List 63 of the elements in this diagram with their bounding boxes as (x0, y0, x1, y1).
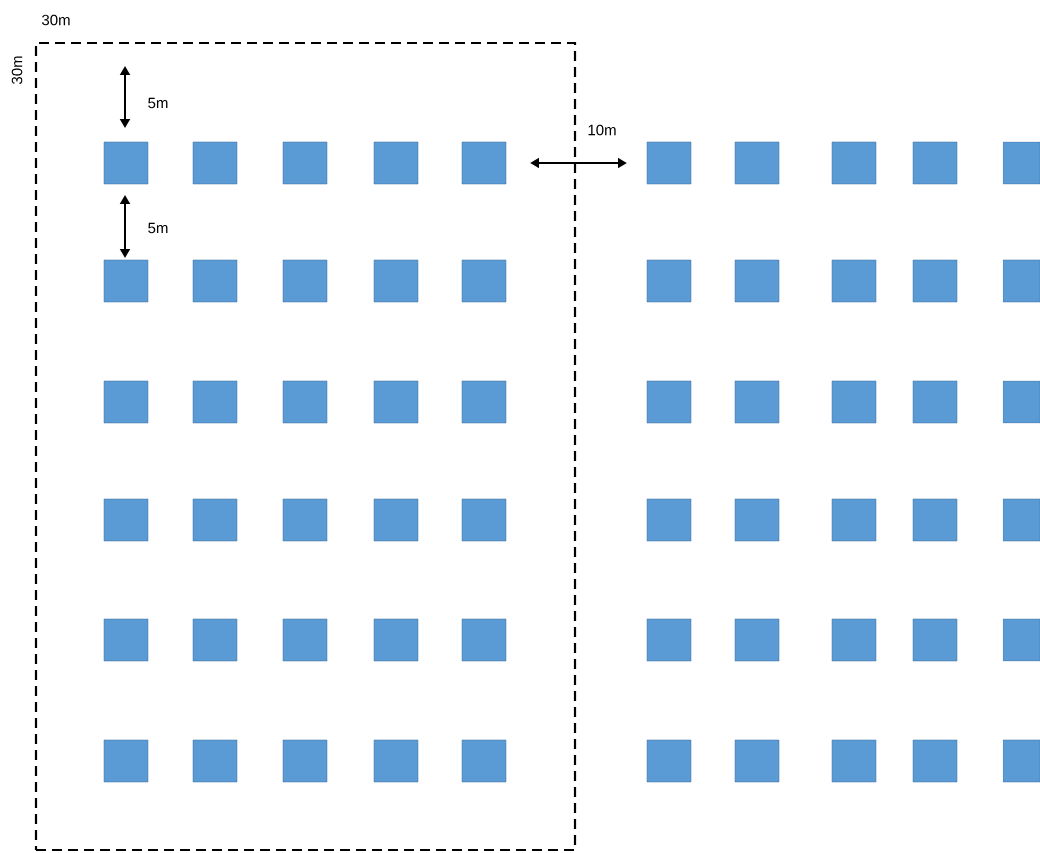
plant-square (912, 141, 958, 185)
plant-square (373, 141, 419, 185)
plant-square (282, 141, 328, 185)
plant-square (831, 380, 877, 424)
plant-square (646, 259, 692, 303)
plant-square (831, 141, 877, 185)
plant-square (646, 380, 692, 424)
dimension-label: 5m (148, 97, 168, 109)
plant-square (192, 739, 238, 783)
dashed-boundary (34, 41, 577, 852)
plant-square (373, 739, 419, 783)
plant-square (734, 259, 780, 303)
plant-square (734, 618, 780, 662)
plant-square (192, 498, 238, 542)
plant-square (912, 498, 958, 542)
plant-square (282, 498, 328, 542)
dimension-label: 5m (148, 222, 168, 234)
plant-square (734, 739, 780, 783)
dimension-label: 30m (42, 14, 70, 26)
plant-square (646, 739, 692, 783)
dimension-label: 10m (588, 124, 616, 136)
plant-square (646, 498, 692, 542)
plant-square (103, 618, 149, 662)
plant-square (373, 498, 419, 542)
plant-square (912, 380, 958, 424)
plant-square (373, 259, 419, 303)
plant-square (1002, 739, 1040, 783)
plant-square (461, 141, 507, 185)
plant-square (831, 618, 877, 662)
plant-square (461, 380, 507, 424)
plant-square (103, 498, 149, 542)
plant-square (103, 141, 149, 185)
plant-square (373, 618, 419, 662)
plant-square (912, 739, 958, 783)
plant-square (373, 380, 419, 424)
plant-square (461, 259, 507, 303)
plant-square (192, 618, 238, 662)
plant-square (461, 498, 507, 542)
plant-square (103, 380, 149, 424)
plant-square (192, 259, 238, 303)
plant-square (912, 618, 958, 662)
plant-square (461, 739, 507, 783)
plant-square (831, 498, 877, 542)
plant-square (282, 380, 328, 424)
plant-square (646, 618, 692, 662)
plant-square (103, 259, 149, 303)
plant-square (734, 141, 780, 185)
plant-square (192, 141, 238, 185)
plant-square (282, 618, 328, 662)
plant-square (1002, 498, 1040, 542)
plant-square (282, 259, 328, 303)
plant-square (734, 498, 780, 542)
plant-square (192, 380, 238, 424)
plant-square (831, 259, 877, 303)
dimension-label: 30m (11, 56, 23, 84)
plant-square (461, 618, 507, 662)
plant-square (282, 739, 328, 783)
plant-square (912, 259, 958, 303)
plant-square (103, 739, 149, 783)
plant-square (646, 141, 692, 185)
plant-square (831, 739, 877, 783)
plant-square (734, 380, 780, 424)
plant-square (1002, 259, 1040, 303)
